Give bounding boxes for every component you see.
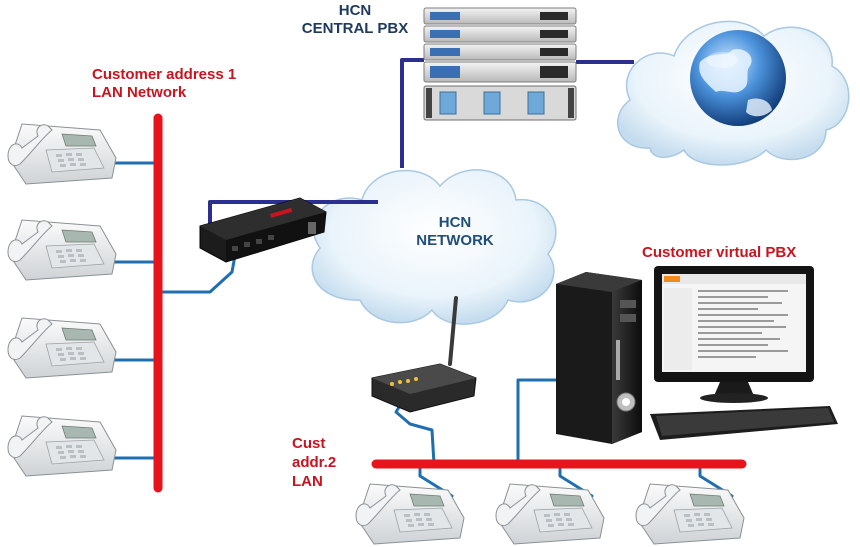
- cust-addr-2-label: Cust addr.2 LAN: [292, 434, 336, 491]
- gateway-router-icon: [199, 197, 327, 263]
- label-line: HCN: [438, 214, 472, 231]
- globe-icon: [690, 30, 786, 126]
- wifi-antenna-link: [448, 296, 458, 366]
- ip-phone-5: [355, 483, 465, 545]
- lan1-cables: [108, 161, 238, 460]
- ip-phone-6: [495, 483, 605, 545]
- label-line: Customer address 1: [92, 66, 237, 83]
- label-line: LAN Network: [92, 84, 187, 101]
- hcn-central-pbx-label: HCN CENTRAL PBX: [300, 2, 410, 38]
- desktop-pc-icon: [556, 266, 838, 444]
- rack-server-icon: [423, 7, 577, 121]
- label-line: Cust: [292, 435, 326, 452]
- label-line: CENTRAL PBX: [301, 20, 409, 37]
- label-line: addr.2: [292, 454, 337, 471]
- label-line: HCN: [338, 2, 372, 19]
- wifi-router-icon: [371, 363, 477, 413]
- ip-phone-2: [7, 219, 117, 281]
- ip-phone-7: [635, 483, 745, 545]
- ip-phone-4: [7, 415, 117, 477]
- label-line: LAN: [292, 473, 323, 490]
- hcn-network-label: HCN NETWORK: [400, 214, 510, 250]
- label-line: Customer virtual PBX: [642, 244, 797, 261]
- customer-address-1-label: Customer address 1 LAN Network: [92, 66, 236, 102]
- customer-virtual-pbx-label: Customer virtual PBX: [642, 244, 796, 262]
- label-line: NETWORK: [416, 232, 494, 249]
- ip-phone-3: [7, 317, 117, 379]
- ip-phone-1: [7, 123, 117, 185]
